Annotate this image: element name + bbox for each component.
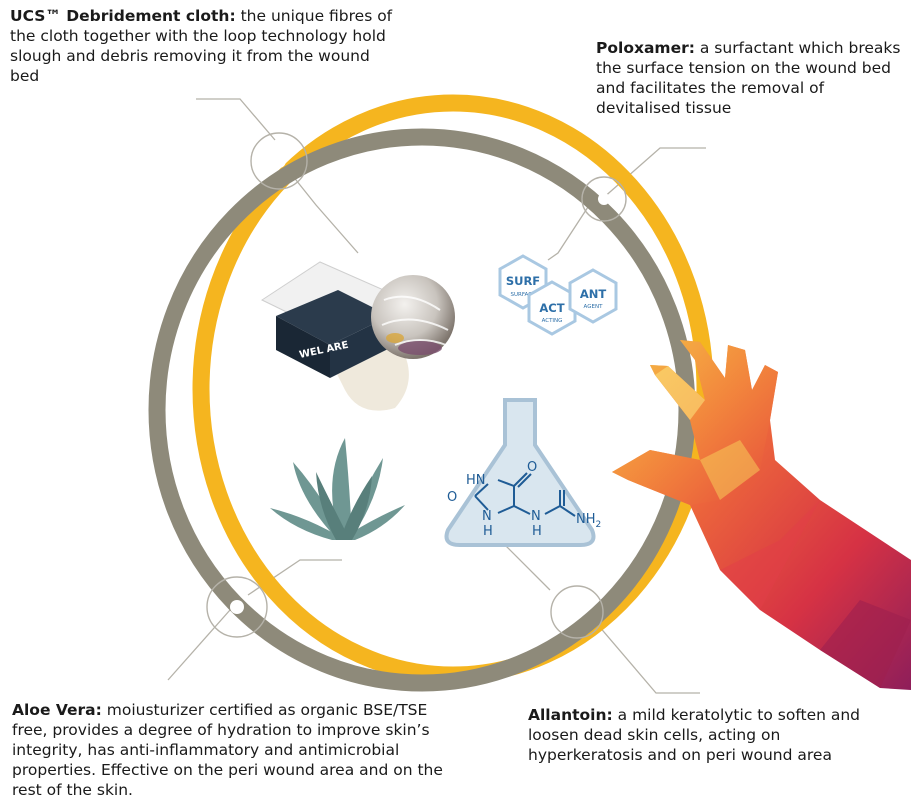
node-dot-poloxamer xyxy=(598,193,610,205)
callout-allantoin: Allantoin: a mild keratolytic to soften … xyxy=(528,705,898,765)
atom-n1: N xyxy=(482,509,492,524)
callout-ucs-debridement-cloth: UCS™ Debridement cloth: the unique fibre… xyxy=(10,6,400,86)
hex-act-sub: ACTING xyxy=(542,318,563,324)
node-ring-ucs xyxy=(250,132,308,190)
node-ring-poloxamer xyxy=(581,176,627,222)
callout-poloxamer-text: a surfactant which breaks the surface te… xyxy=(596,39,901,117)
atom-h2: H xyxy=(532,524,542,539)
atom-n2: N xyxy=(531,509,541,524)
node-dot-aloe xyxy=(230,600,244,614)
leader-allantoin xyxy=(597,624,700,694)
allantoin-molecule-icon: HN O N H O N H NH2 xyxy=(444,398,601,547)
atom-o2: O xyxy=(527,460,537,475)
atom-hn: HN xyxy=(466,473,486,488)
box-side-icon xyxy=(276,316,330,378)
node-ring-allantoin xyxy=(550,585,604,639)
node-dot-ucs xyxy=(272,154,286,168)
hand-icon xyxy=(612,340,911,690)
aloe-vera-icon xyxy=(270,438,405,540)
hex-ant-label: ANT xyxy=(580,287,607,301)
box-top-icon xyxy=(276,290,390,345)
node-ring-aloe xyxy=(206,576,268,638)
callout-aloe-title: Aloe Vera: xyxy=(12,701,102,719)
callout-poloxamer: Poloxamer: a surfactant which breaks the… xyxy=(596,38,906,118)
hex-ant-sub: AGENT xyxy=(584,304,604,310)
leader-allantoin-upper xyxy=(499,539,551,591)
hexagon-ant xyxy=(568,268,618,324)
leader-ucs xyxy=(196,98,276,141)
hex-surf-label: SURF xyxy=(506,274,540,288)
atom-o1: O xyxy=(447,490,457,505)
callout-allantoin-title: Allantoin: xyxy=(528,706,613,724)
surfactant-hexagons: SURF SURFACE ACT ACTING ANT AGENT xyxy=(498,254,618,336)
callout-ucs-title: UCS™ Debridement cloth: xyxy=(10,7,236,25)
callout-aloe-text: moiusturizer certified as organic BSE/TS… xyxy=(12,701,443,799)
leader-aloe xyxy=(167,609,231,681)
node-dot-allantoin xyxy=(571,606,583,618)
callout-poloxamer-title: Poloxamer: xyxy=(596,39,695,57)
atom-h1: H xyxy=(483,524,493,539)
callout-aloe-vera: Aloe Vera: moiusturizer certified as org… xyxy=(12,700,462,800)
ring-nodes xyxy=(206,132,627,639)
atom-nh2: NH2 xyxy=(576,512,601,530)
hex-act-label: ACT xyxy=(539,301,564,315)
callout-ucs-text: the unique fibres of the cloth together … xyxy=(10,7,393,85)
product-image: WEL ARE xyxy=(260,261,455,411)
leader-poloxamer-lower xyxy=(547,206,589,261)
hex-surf-sub: SURFACE xyxy=(511,292,537,298)
callout-allantoin-text: a mild keratolytic to soften and loosen … xyxy=(528,706,861,764)
